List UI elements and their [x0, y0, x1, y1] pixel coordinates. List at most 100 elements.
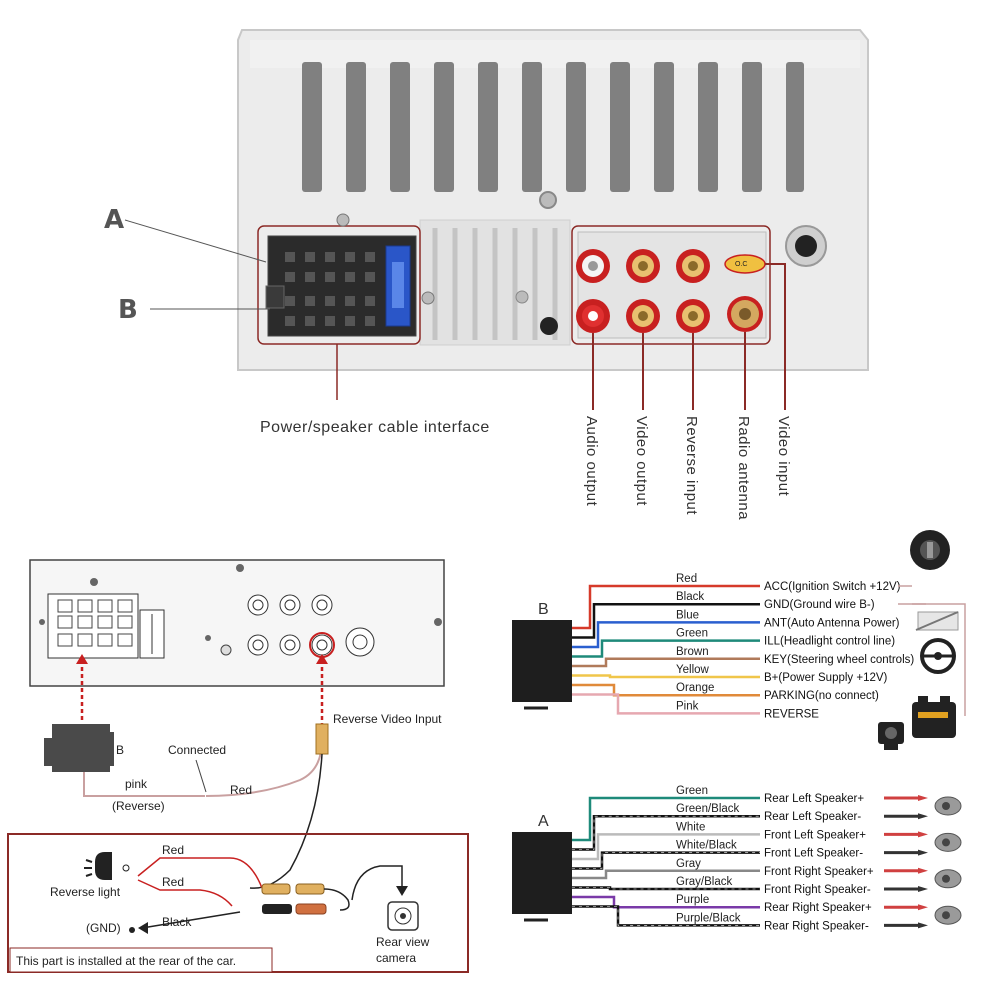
harness-b-wire-color-label: Brown [676, 646, 709, 658]
camera-cable-connectors [261, 883, 350, 915]
reverse-video-input-label: Reverse Video Input [333, 712, 442, 726]
ignition-switch-icon [910, 530, 950, 570]
harness-b-small: B [44, 724, 124, 772]
harness-a-wire-line [572, 833, 760, 861]
harness-a-wire-color-label: Green [676, 785, 708, 797]
harness-b-wire-line [572, 639, 760, 658]
harness-a-wire-stripe [572, 887, 760, 890]
harness-a-wire-function-label: Rear Left Speaker+ [764, 793, 864, 805]
harness-a-wire-line [572, 895, 760, 909]
reverse-light-label: Reverse light [50, 885, 121, 899]
reverse-light-icon [84, 852, 130, 880]
harness-a-wire-function-label: Front Left Speaker- [764, 848, 863, 860]
harness-b-wire-function-label: KEY(Steering wheel controls) [764, 654, 914, 666]
harness-a-wire-color-label: Gray/Black [676, 876, 732, 888]
rear-view-camera-label-1: Rear view [376, 935, 430, 949]
harness-b-wire-line [572, 683, 760, 697]
harness-b-wire-color-label: Blue [676, 609, 699, 621]
harness-a-wire-function-label: Rear Right Speaker+ [764, 902, 872, 914]
harness-b-wire-color-label: Yellow [676, 664, 710, 676]
speaker-plug-tip-icon [918, 886, 928, 892]
speaker-cone-icon [942, 802, 950, 810]
red-label-2: Red [162, 875, 184, 889]
reverse-paren-label: (Reverse) [112, 799, 165, 813]
iso-connector [257, 213, 435, 345]
vent-slots [302, 62, 804, 192]
red-top-label: Red [230, 783, 252, 797]
power-interface-label: Power/speaker cable interface [260, 419, 490, 436]
harness-a-label: A [538, 813, 549, 830]
harness-a-wire-line [572, 851, 760, 870]
harness-a-wire-color-label: Purple [676, 894, 709, 906]
speaker-plug-tip-icon [918, 831, 928, 838]
battery-icon [912, 696, 956, 738]
steering-wheel-icon [920, 638, 956, 674]
harness-b-wire-color-label: Green [676, 628, 708, 640]
harness-a-wire-stripe [572, 852, 760, 869]
speaker-plug-tip-icon [918, 849, 928, 856]
harness-a-wire-color-label: Purple/Black [676, 912, 741, 924]
connected-label: Connected [168, 743, 226, 757]
rear-view-camera-label-2: camera [376, 951, 416, 965]
port-label-reverse-input: Reverse input [683, 416, 700, 515]
harness-a-wire-line [572, 796, 760, 842]
harness-a-wire-function-label: Front Right Speaker+ [764, 866, 874, 878]
harness-a-wire-color-label: Gray [676, 858, 701, 870]
speaker-cone-icon [942, 838, 950, 847]
harness-b-wire-function-label: GND(Ground wire B-) [764, 599, 875, 611]
port-label-radio-antenna: Radio antenna [735, 416, 752, 520]
harness-a-wire-color-label: White/Black [676, 840, 737, 852]
harness-b-wire-function-label: ILL(Headlight control line) [764, 636, 895, 648]
harness-b-wire-line [572, 657, 760, 668]
rca-panel: O.C [571, 225, 771, 345]
harness-b-wire-function-label: B+(Power Supply +12V) [764, 672, 888, 684]
harness-b-wire-line [572, 693, 760, 715]
speaker-plug-tip-icon [918, 867, 928, 874]
speaker-plug-tip-icon [918, 904, 928, 911]
speaker-cone-icon [942, 911, 950, 920]
antenna-icon [915, 611, 959, 631]
harness-b-wire-color-label: Red [676, 573, 697, 585]
speaker-cone-icon [942, 874, 950, 883]
harness-b-wire-function-label: ACC(Ignition Switch +12V) [764, 581, 901, 593]
harness-b-wire-color-label: Black [676, 591, 704, 603]
harness-b-wire-line [572, 584, 760, 630]
port-label-video-output: Video output [633, 416, 650, 506]
harness-a-wire-function-label: Front Right Speaker- [764, 884, 871, 896]
harness-b-wire-color-label: Pink [676, 700, 699, 712]
harness-b-wire-function-label: REVERSE [764, 708, 819, 720]
harness-b-wire-function-label: PARKING(no connect) [764, 690, 879, 702]
oc-badge: O.C [735, 261, 747, 268]
harness-b-wire-line [572, 602, 760, 639]
harness-a-wire-line [572, 814, 760, 851]
gnd-label: (GND) [86, 921, 121, 935]
harness-b-wire-line [572, 674, 760, 679]
marker-a: A [104, 205, 124, 235]
harness-b-small-label: B [116, 743, 124, 757]
small-unit-rear [29, 559, 445, 687]
harness-a-wire-function-label: Front Left Speaker+ [764, 829, 866, 841]
speaker-plug-tip-icon [918, 922, 928, 929]
reverse-camera-icon [878, 722, 904, 750]
harness-a-wire-color-label: Green/Black [676, 803, 740, 815]
harness-b-wire-line [572, 621, 760, 649]
harness-a-wire-stripe [572, 906, 760, 926]
marker-b: B [118, 295, 138, 325]
black-label: Black [162, 915, 192, 929]
rear-view-camera-icon [387, 901, 419, 931]
